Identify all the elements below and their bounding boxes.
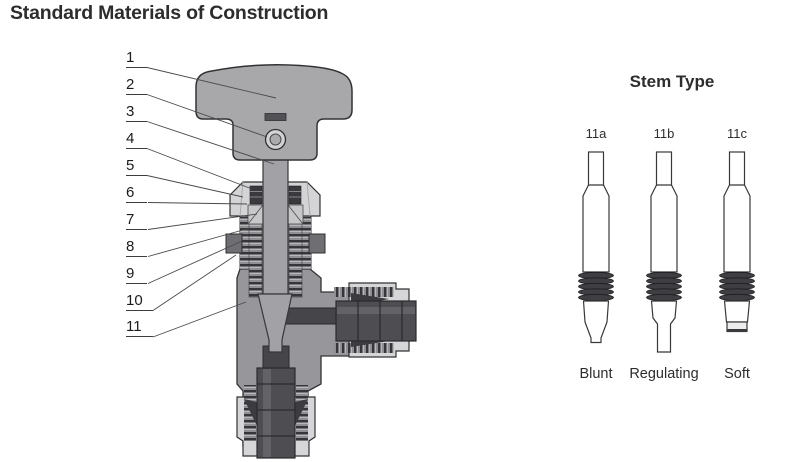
callout-8: 8	[126, 238, 147, 257]
set-screw	[264, 128, 287, 151]
regulating-stem-threads	[646, 271, 682, 302]
leader-3	[146, 121, 275, 165]
side-tube	[282, 300, 417, 342]
stem-variant-name-soft: Soft	[724, 366, 750, 382]
leader-8	[147, 227, 251, 257]
page-title: Standard Materials of Construction	[10, 2, 329, 24]
callout-3: 3	[126, 103, 147, 122]
panel-nut	[225, 233, 326, 254]
stem-diagram-blunt	[578, 151, 614, 344]
stem-variant-id-11a: 11a	[585, 126, 607, 141]
callout-9: 9	[126, 265, 147, 284]
stem-variant-id-11c: 11c	[727, 126, 747, 141]
bottom-port-thread-right	[296, 385, 308, 441]
bonnet-external-thread-right	[301, 217, 311, 269]
leader-1	[146, 67, 277, 99]
stem-type-heading: Stem Type	[629, 72, 715, 91]
stem-diagram-soft	[719, 151, 755, 333]
stem-tip	[257, 293, 293, 353]
callout-6: 6	[126, 184, 147, 203]
soft-stem-threads	[719, 271, 755, 302]
stem-variant-id-11b: 11b	[653, 126, 675, 141]
leader-5	[146, 175, 244, 198]
regulating-tip	[650, 300, 678, 353]
callout-11: 11	[126, 318, 153, 337]
callout-1: 1	[126, 49, 147, 68]
callout-4: 4	[126, 130, 147, 149]
bottom-tube	[256, 345, 296, 459]
leader-4	[146, 148, 253, 190]
stem-variant-name-blunt: Blunt	[579, 366, 613, 382]
bonnet-external-thread-left	[240, 217, 250, 269]
callout-7: 7	[126, 211, 147, 230]
blunt-stem-threads	[578, 271, 614, 302]
side-port-thread-top	[334, 287, 394, 297]
soft-seat-insert-band	[727, 329, 747, 332]
packing-rings	[249, 185, 302, 205]
callout-5: 5	[126, 157, 147, 176]
leader-6	[147, 202, 248, 205]
leader-7	[147, 213, 258, 230]
callout-2: 2	[126, 76, 147, 95]
leader-9	[147, 240, 243, 284]
stem-slot	[264, 113, 287, 121]
stem-variant-name-regulating: Regulating	[629, 366, 699, 382]
callout-10: 10	[126, 292, 153, 311]
leader-10	[152, 254, 237, 311]
soft-tip	[723, 300, 751, 323]
leader-11	[152, 301, 247, 338]
stem-diagram-regulating	[646, 151, 682, 353]
side-port-thread-bottom	[334, 343, 394, 353]
bottom-port-thread-left	[244, 385, 256, 441]
leader-lines	[146, 67, 277, 338]
blunt-tip	[582, 300, 610, 344]
leader-2	[146, 94, 268, 138]
